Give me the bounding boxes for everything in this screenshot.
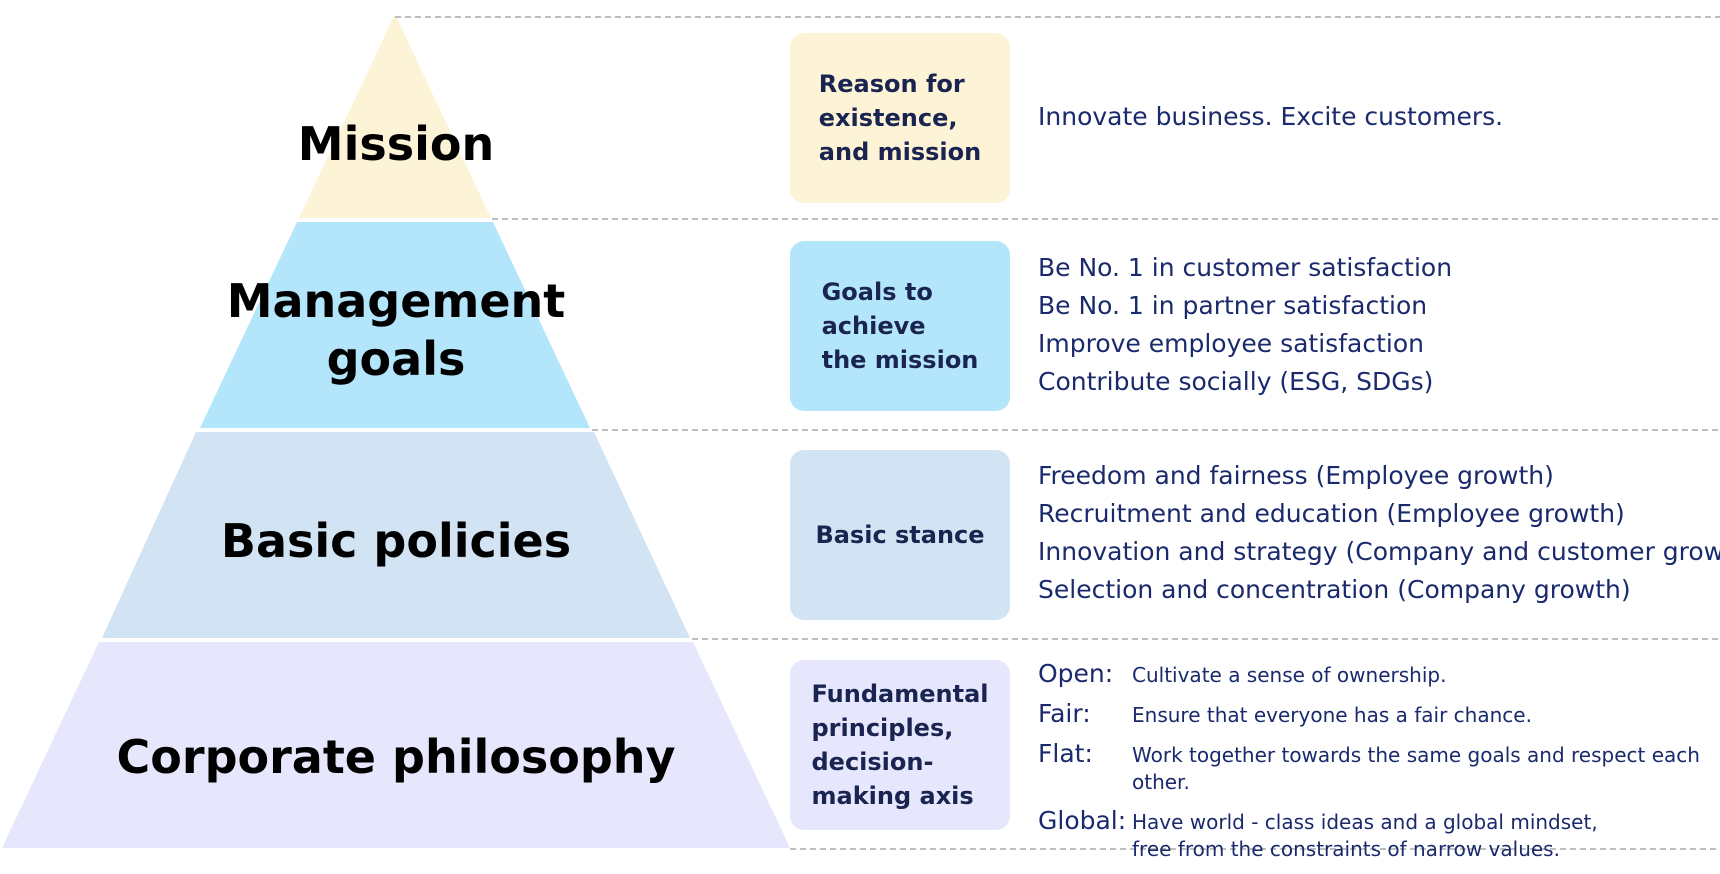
basic-policies-list: Freedom and fairness (Employee growth) R… [1038,457,1720,609]
description-item: Selection and concentration (Company gro… [1038,575,1631,604]
principle-key: Open: [1038,659,1114,688]
principle-key: Flat: [1038,739,1093,768]
mission-description: Innovate business. Excite customers. [1038,98,1503,136]
principle-row: Flat: Work together towards the same goa… [1038,740,1720,796]
description-item: Freedom and fairness (Employee growth) [1038,461,1554,490]
principle-value: Work together towards the same goals and… [1132,743,1700,794]
corporate-philosophy-label: Fundamental principles, decision- making… [811,680,989,810]
basic-policies-tier-shape [102,432,690,638]
description-item: Innovation and strategy (Company and cus… [1038,537,1720,566]
corporate-philosophy-label-box: Fundamental principles, decision- making… [790,660,1010,830]
description-item: Improve employee satisfaction [1038,329,1424,358]
tier-title-management-goals: Management goals [226,274,566,386]
description-item: Recruitment and education (Employee grow… [1038,499,1625,528]
principle-value: Have world - class ideas and a global mi… [1132,810,1598,861]
principle-row: Global: Have world - class ideas and a g… [1038,807,1720,863]
principle-value: Cultivate a sense of ownership. [1132,663,1447,687]
management-goals-tier-shape [200,222,590,428]
description-item: Be No. 1 in customer satisfaction [1038,253,1453,282]
tier-title-basic-policies: Basic policies [220,514,572,568]
management-goals-list: Be No. 1 in customer satisfaction Be No.… [1038,249,1452,401]
mission-tier-shape [299,14,491,218]
corporate-philosophy-tier-shape [2,642,790,848]
mission-label: Reason for existence, and mission [818,70,982,166]
description-item: Contribute socially (ESG, SDGs) [1038,367,1434,396]
mission-label-box: Reason for existence, and mission [790,33,1010,203]
principle-key: Fair: [1038,699,1091,728]
principle-value: Ensure that everyone has a fair chance. [1132,703,1532,727]
principle-key: Global: [1038,806,1127,835]
basic-policies-label: Basic stance [815,521,985,549]
tier-title-corporate-philosophy: Corporate philosophy [116,730,676,784]
description-item: Innovate business. Excite customers. [1038,102,1504,131]
principle-row: Open: Cultivate a sense of ownership. [1038,660,1720,689]
tier-title-mission: Mission [297,117,495,171]
principle-row: Fair: Ensure that everyone has a fair ch… [1038,700,1720,729]
corporate-philosophy-principles: Open: Cultivate a sense of ownership. Fa… [1038,660,1720,874]
management-goals-label-box: Goals to achieve the mission [790,241,1010,411]
management-goals-label: Goals to achieve the mission [821,278,979,374]
basic-policies-label-box: Basic stance [790,450,1010,620]
description-item: Be No. 1 in partner satisfaction [1038,291,1428,320]
